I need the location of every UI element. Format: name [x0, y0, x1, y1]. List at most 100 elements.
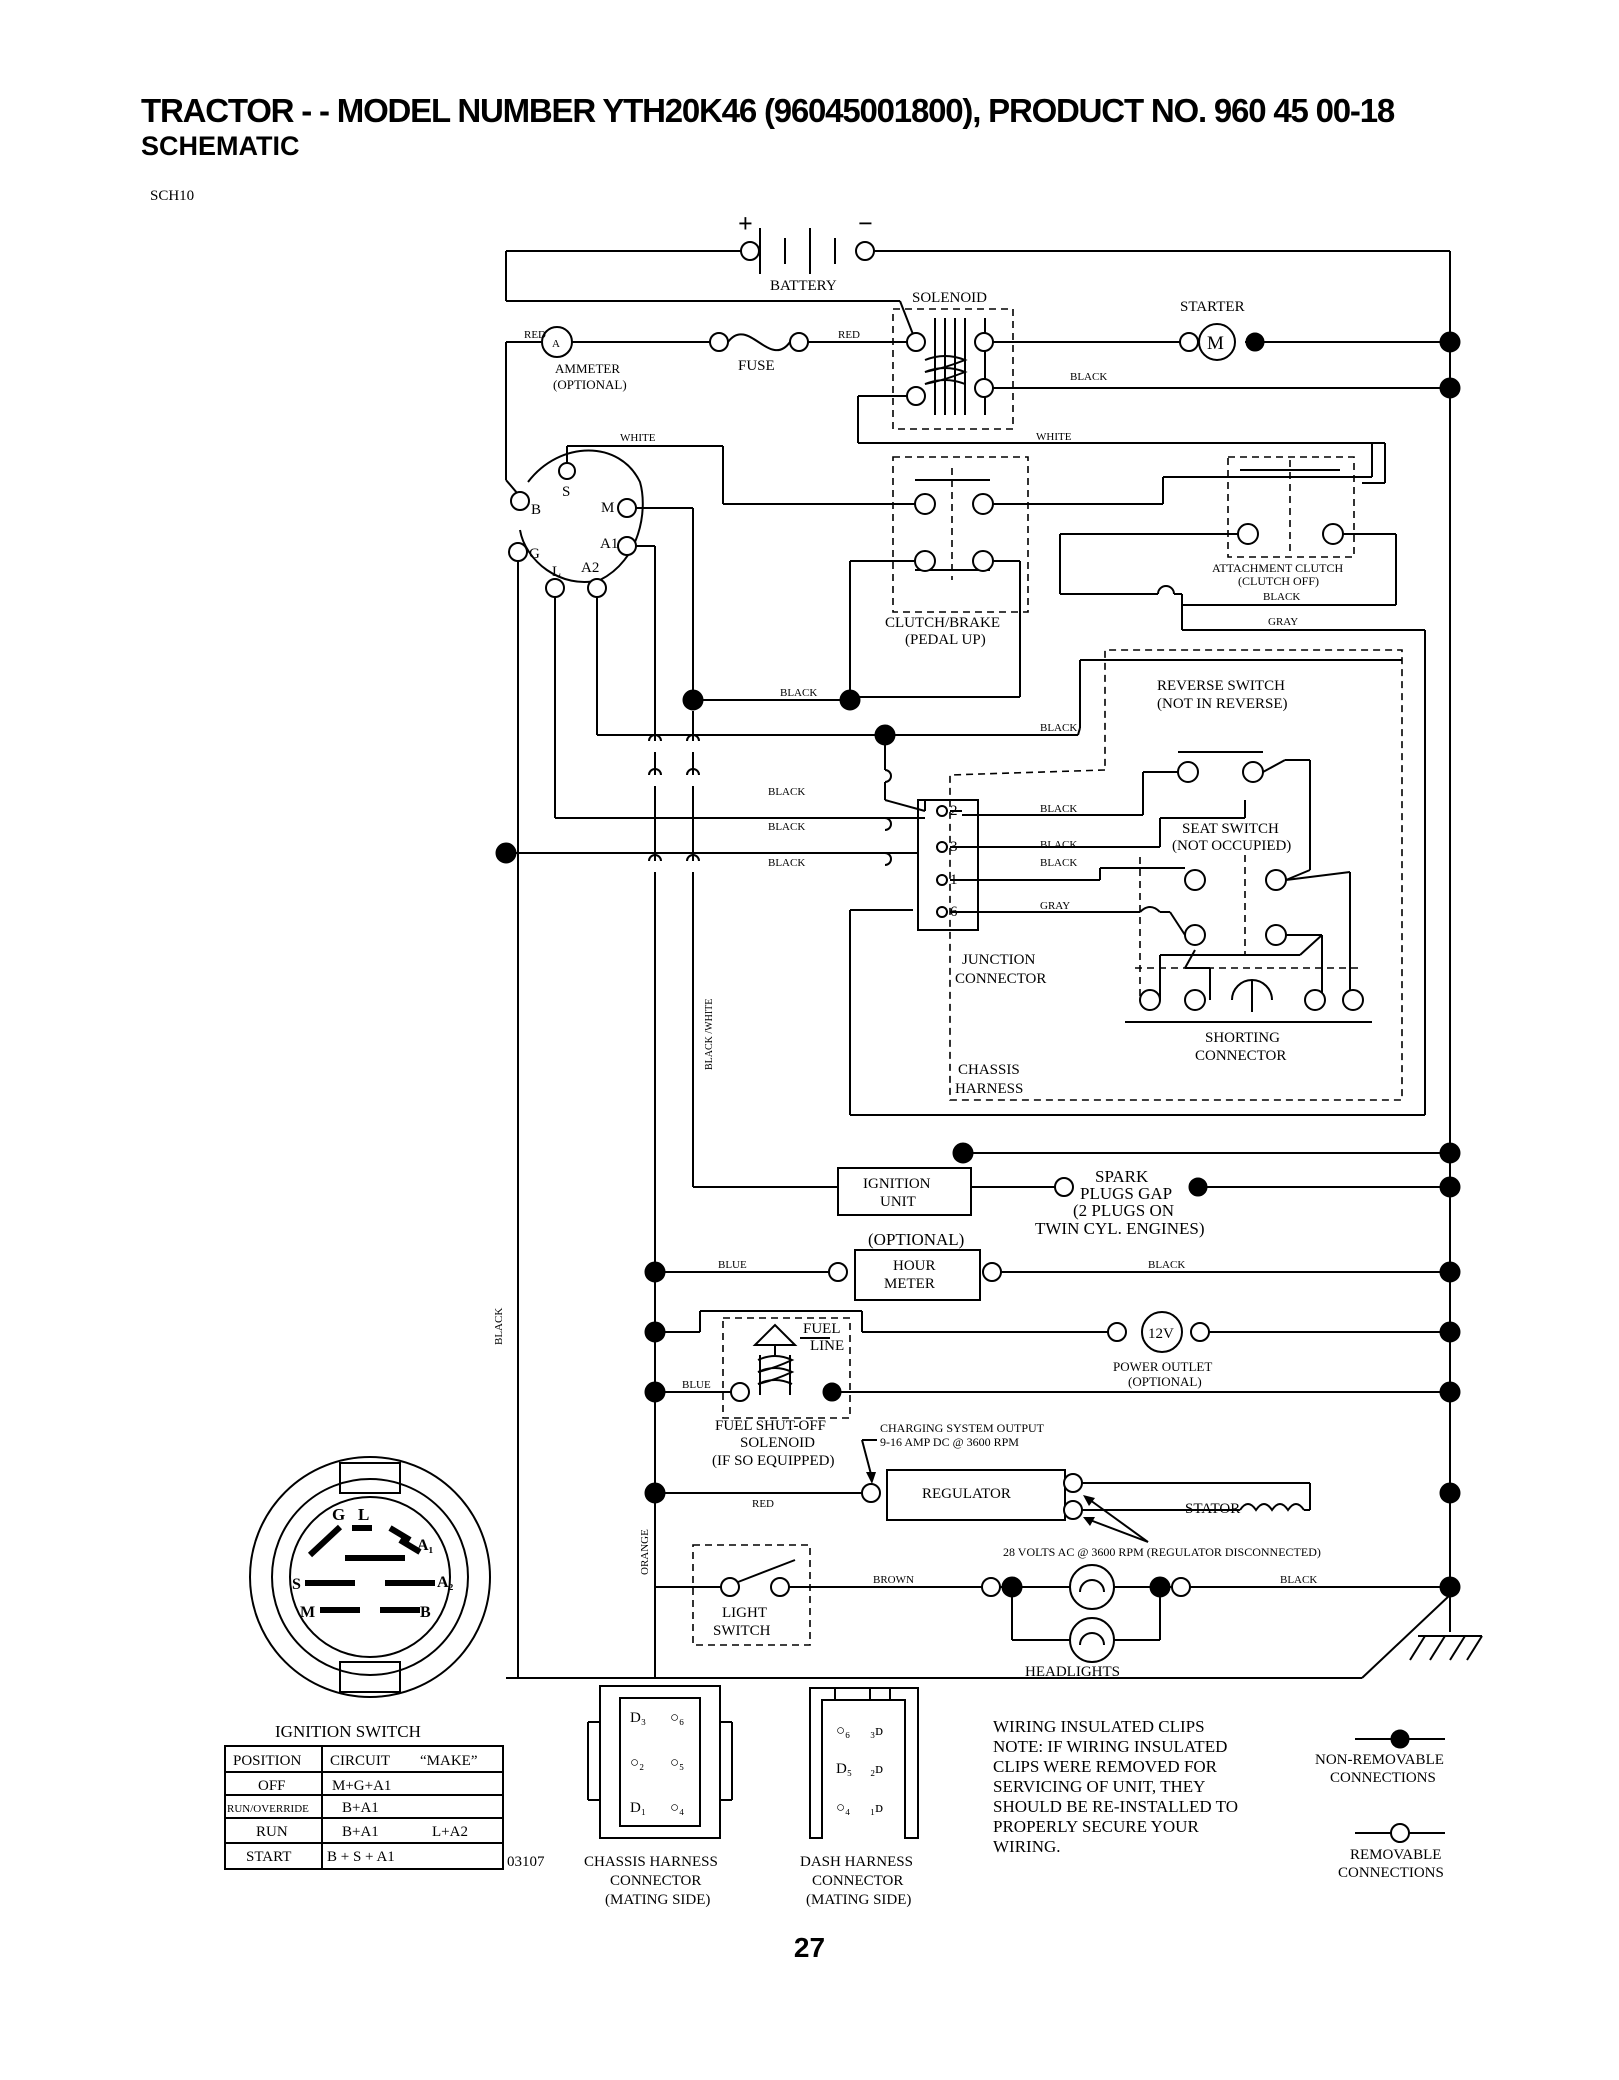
svg-text:LINE: LINE	[810, 1338, 844, 1354]
wire-black-jc1: BLACK	[1040, 857, 1077, 869]
reverse-switch: REVERSE SWITCH (NOT IN REVERSE)	[1157, 678, 1288, 783]
battery-label: BATTERY	[770, 278, 837, 294]
spark-label-3: (2 PLUGS ON	[1073, 1201, 1174, 1220]
table-cell: RUN/OVERRIDE	[227, 1803, 309, 1815]
table-cell: OFF	[258, 1778, 286, 1794]
outlet-label: POWER OUTLET	[1113, 1359, 1212, 1374]
svg-text:SWITCH: SWITCH	[713, 1623, 771, 1639]
svg-text:M: M	[300, 1604, 315, 1621]
wire-white-2: WHITE	[620, 432, 656, 444]
headlight-1	[1069, 1564, 1115, 1610]
wire-black-jc2: BLACK	[1040, 803, 1077, 815]
svg-text:HOUR: HOUR	[893, 1258, 936, 1274]
legend-removable-dot	[1390, 1823, 1410, 1843]
ammeter-optional: (OPTIONAL)	[553, 377, 627, 392]
wire-blue-fuel: BLUE	[682, 1379, 711, 1391]
wire-gray-jc6: GRAY	[1040, 900, 1070, 912]
svg-text:REGULATOR: REGULATOR	[922, 1486, 1011, 1502]
svg-text:CLUTCH/BRAKE: CLUTCH/BRAKE	[885, 615, 1000, 631]
shorting-connector: SHORTING CONNECTOR	[1125, 967, 1372, 1064]
wire-red-1: RED	[524, 329, 546, 341]
table-header-make: “MAKE”	[420, 1753, 477, 1769]
spark-plug-gap-right	[1188, 1177, 1208, 1197]
svg-text:D₁: D₁	[630, 1800, 646, 1816]
svg-text:₁ᴅ: ₁ᴅ	[870, 1800, 883, 1816]
headlights-label: HEADLIGHTS	[1025, 1664, 1120, 1680]
svg-text:₂ᴅ: ₂ᴅ	[870, 1761, 883, 1777]
svg-text:○₆: ○₆	[670, 1710, 684, 1726]
svg-text:(PEDAL UP): (PEDAL UP)	[905, 632, 986, 648]
page-title: TRACTOR - - MODEL NUMBER YTH20K46 (96045…	[141, 92, 1395, 129]
svg-text:CLIPS WERE REMOVED FOR: CLIPS WERE REMOVED FOR	[993, 1757, 1218, 1776]
ign-term-b: B	[531, 502, 541, 518]
svg-text:NON-REMOVABLE: NON-REMOVABLE	[1315, 1752, 1444, 1768]
wiring-note: WIRING INSULATED CLIPS NOTE: IF WIRING I…	[993, 1717, 1238, 1856]
fuse-label: FUSE	[738, 358, 775, 374]
chassis-harness-connector: D₃ ○₆ ○₂ ○₅ D₁ ○₄ CHASSIS HARNESS CONNEC…	[584, 1685, 733, 1908]
wire-black-j3: BLACK	[768, 857, 805, 869]
svg-text:CONNECTOR: CONNECTOR	[812, 1873, 903, 1889]
svg-text:WIRING INSULATED CLIPS: WIRING INSULATED CLIPS	[993, 1717, 1205, 1736]
dash-harness-connector: ○₆ ₃ᴅ D₅ ₂ᴅ ○₄ ₁ᴅ DASH HARNESS CONNECTOR…	[800, 1687, 919, 1908]
ign-term-m: M	[601, 500, 614, 516]
light-switch: LIGHT SWITCH	[692, 1544, 811, 1646]
svg-text:ATTACHMENT CLUTCH: ATTACHMENT CLUTCH	[1212, 561, 1343, 575]
svg-text:LIGHT: LIGHT	[722, 1605, 767, 1621]
table-cell: B+A1	[342, 1824, 379, 1840]
svg-text:CONNECTOR: CONNECTOR	[955, 971, 1046, 987]
svg-text:(NOT OCCUPIED): (NOT OCCUPIED)	[1172, 838, 1291, 854]
wire-black-white: BLACK /WHITE	[704, 999, 715, 1070]
seat-switch: SEAT SWITCH (NOT OCCUPIED)	[1172, 821, 1291, 956]
wire-brown: BROWN	[873, 1574, 914, 1586]
ign-term-a2: A2	[581, 560, 599, 576]
spark-plug-gap-left	[1054, 1177, 1074, 1197]
svg-text:1: 1	[950, 872, 958, 888]
stator-label: STATOR	[1185, 1501, 1240, 1517]
table-header-circuit: CIRCUIT	[330, 1753, 390, 1769]
ignition-switch-table: POSITION CIRCUIT “MAKE” OFF M+G+A1 RUN/O…	[224, 1745, 504, 1870]
legend: NON-REMOVABLE CONNECTIONS REMOVABLE CONN…	[1315, 1729, 1445, 1881]
page-number: 27	[793, 1932, 826, 1963]
table-header-position: POSITION	[233, 1753, 302, 1769]
svg-text:FUEL SHUT-OFF: FUEL SHUT-OFF	[715, 1418, 826, 1434]
svg-text:CONNECTIONS: CONNECTIONS	[1330, 1770, 1436, 1786]
junction-connector: 2 3 1 6 JUNCTION CONNECTOR	[917, 799, 1046, 987]
svg-text:SERVICING OF UNIT, THEY: SERVICING OF UNIT, THEY	[993, 1777, 1205, 1796]
battery-plus: +	[738, 209, 753, 238]
spark-label-2: PLUGS GAP	[1080, 1184, 1172, 1203]
wire-orange: ORANGE	[639, 1529, 651, 1575]
table-cell: B + S + A1	[327, 1849, 395, 1865]
wire-black-starter: BLACK	[1070, 371, 1107, 383]
svg-text:(NOT IN REVERSE): (NOT IN REVERSE)	[1157, 696, 1288, 712]
part-code: 03107	[507, 1854, 545, 1870]
svg-text:6: 6	[950, 904, 958, 920]
starter-label: STARTER	[1180, 299, 1245, 315]
legend-non-removable-dot	[1390, 1729, 1410, 1749]
svg-text:12V: 12V	[1148, 1326, 1174, 1342]
hour-optional: (OPTIONAL)	[868, 1230, 964, 1249]
svg-text:REVERSE SWITCH: REVERSE SWITCH	[1157, 678, 1285, 694]
wire-black-hour: BLACK	[1148, 1259, 1185, 1271]
svg-text:METER: METER	[884, 1276, 935, 1292]
svg-text:S: S	[292, 1576, 301, 1593]
wire-blue-hour: BLUE	[718, 1259, 747, 1271]
svg-text:SHORTING: SHORTING	[1205, 1030, 1280, 1046]
svg-text:○₅: ○₅	[670, 1755, 684, 1771]
svg-text:PROPERLY SECURE YOUR: PROPERLY SECURE YOUR	[993, 1817, 1199, 1836]
spark-label-1: SPARK	[1095, 1167, 1149, 1186]
svg-text:A₂: A₂	[437, 1574, 454, 1591]
ammeter-label: AMMETER	[555, 361, 620, 376]
ign-term-l: L	[552, 564, 561, 580]
svg-text:₃ᴅ: ₃ᴅ	[870, 1723, 883, 1739]
table-cell: L+A2	[432, 1824, 468, 1840]
wire-black-clutch: BLACK	[780, 687, 817, 699]
svg-text:CHASSIS: CHASSIS	[958, 1062, 1020, 1078]
svg-text:(CLUTCH OFF): (CLUTCH OFF)	[1238, 574, 1319, 588]
svg-text:NOTE: IF WIRING INSULATED: NOTE: IF WIRING INSULATED	[993, 1737, 1227, 1756]
regulator	[886, 1469, 1066, 1521]
ign-term-g: G	[529, 546, 540, 562]
battery: + − BATTERY	[506, 209, 1450, 294]
battery-minus: −	[858, 209, 873, 238]
